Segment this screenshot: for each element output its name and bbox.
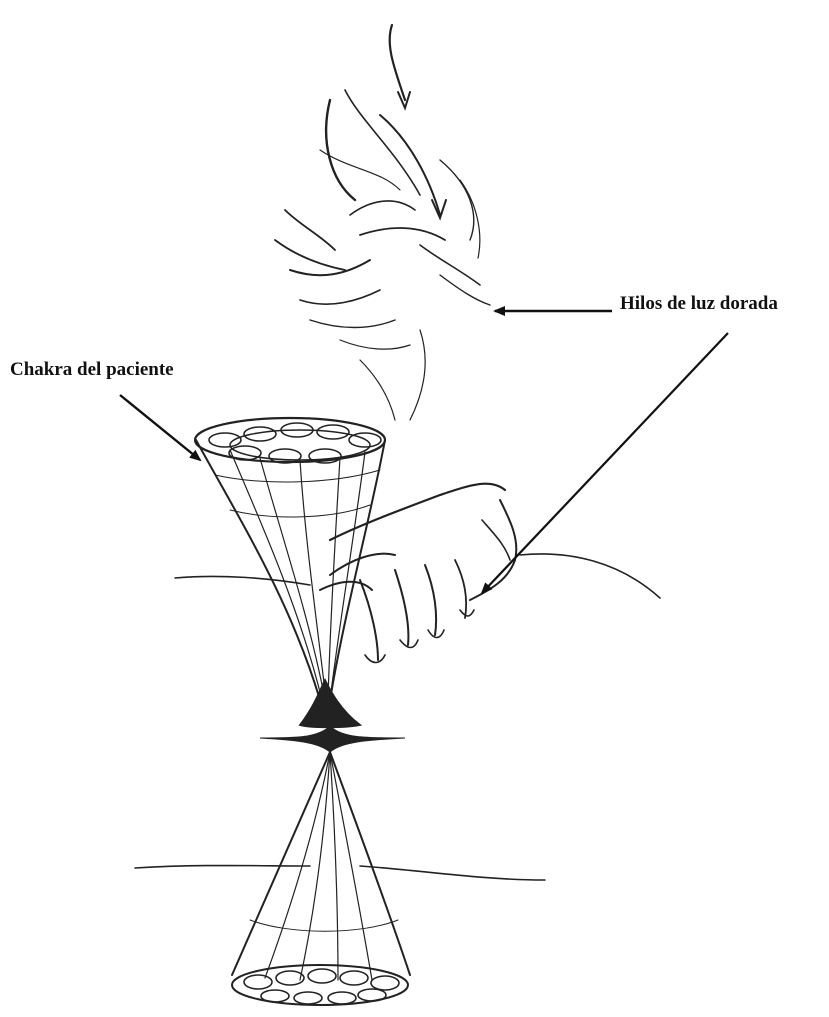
body-outline — [135, 554, 660, 880]
chakra-label: Chakra del paciente — [10, 360, 174, 379]
healer-hand-sketch — [275, 25, 490, 420]
hand-sketch — [320, 484, 516, 663]
chakra-arrow — [120, 395, 200, 460]
golden-threads-label: Hilos de luz dorada — [620, 294, 778, 313]
chakra-lower-cone — [232, 752, 410, 1005]
chakra-funnel — [195, 418, 385, 727]
chakra-center-point — [260, 726, 405, 752]
threads-arrow-lower — [482, 333, 728, 593]
